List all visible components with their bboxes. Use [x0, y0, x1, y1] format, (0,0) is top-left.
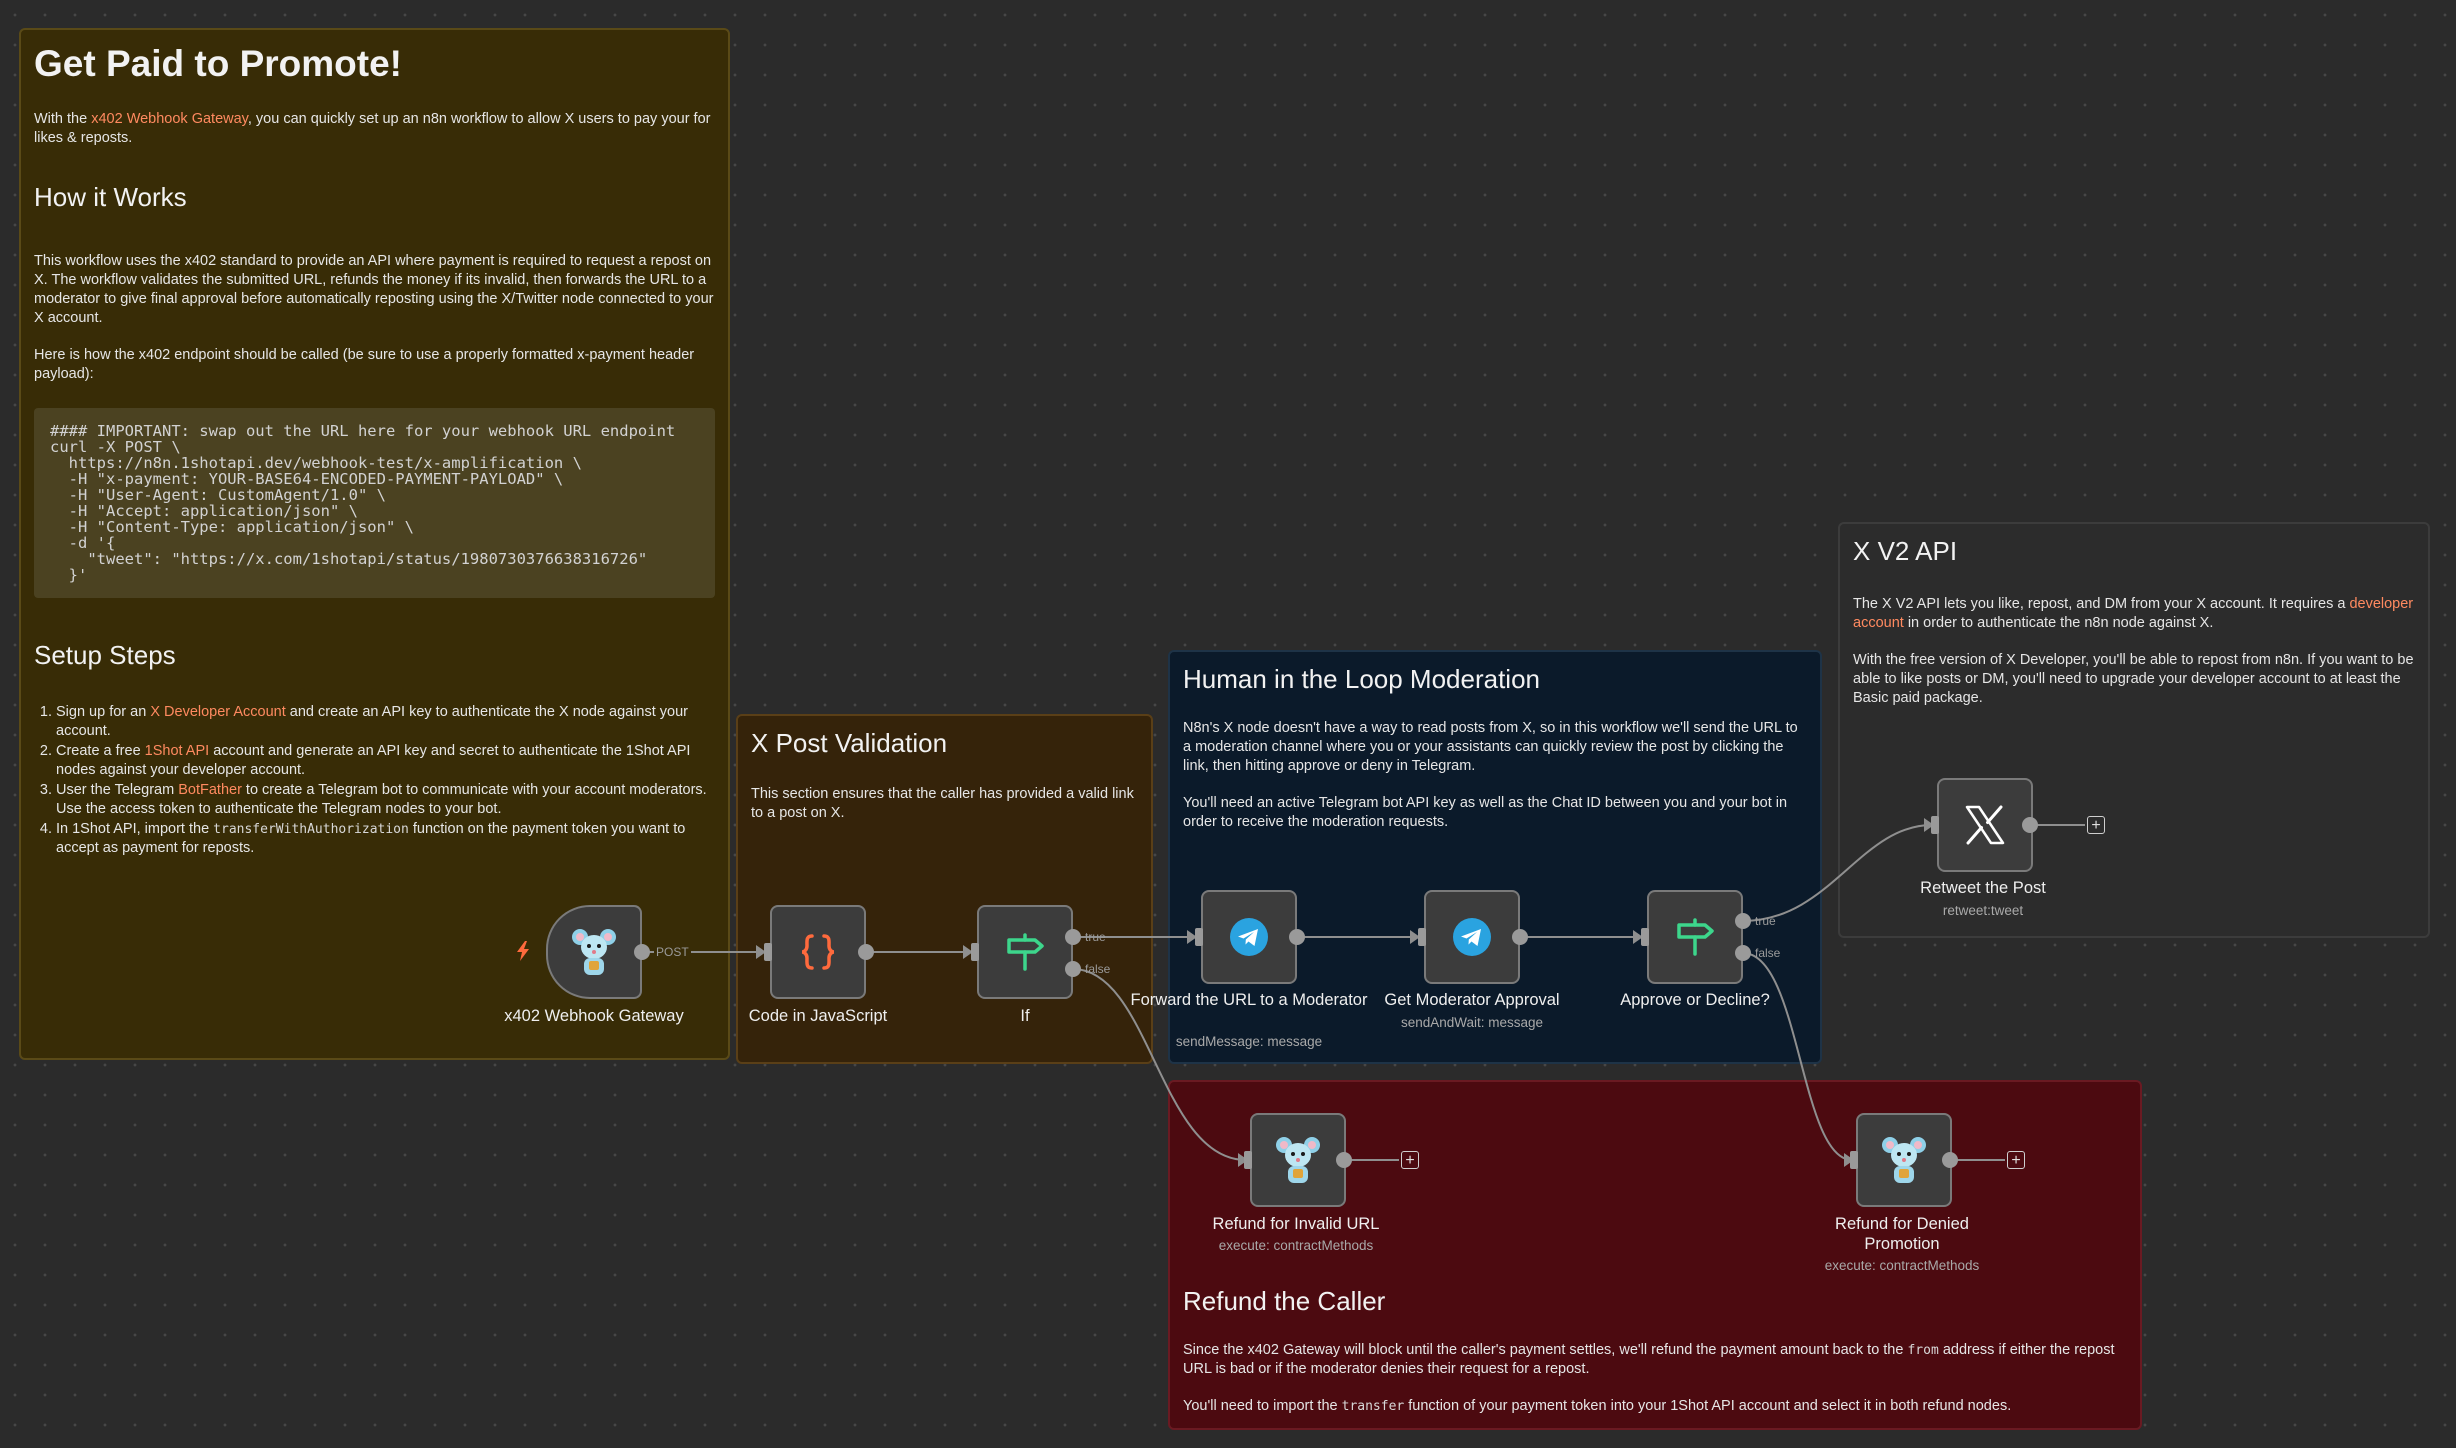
node-subtitle: retweet:tweet	[1942, 903, 2024, 918]
output-port[interactable]	[1942, 1152, 1958, 1168]
setup-step: User the Telegram BotFather to create a …	[56, 781, 715, 819]
trigger-bolt-icon	[517, 941, 529, 961]
node-refund-for-denied-promotion[interactable]	[1856, 1113, 1952, 1207]
signpost-icon	[1677, 918, 1714, 956]
true-edge-label: true	[1755, 914, 1776, 928]
input-port[interactable]	[1244, 1151, 1252, 1169]
input-port[interactable]	[764, 943, 772, 961]
add-node-button[interactable]: +	[2087, 816, 2105, 834]
connection-approve-false-refund	[1742, 952, 1853, 1161]
sticky-note-moderation[interactable]: Human in the Loop Moderation N8n's X nod…	[1168, 650, 1822, 1064]
node-retweet-the-post[interactable]	[1937, 778, 2033, 872]
output-port[interactable]	[1289, 929, 1305, 945]
x-developer-link[interactable]: X Developer Account	[150, 703, 286, 720]
node-code-in-javascript[interactable]	[770, 905, 866, 999]
x-logo-icon	[1965, 805, 2005, 845]
add-node-button[interactable]: +	[2007, 1151, 2025, 1169]
how-it-works-paragraph: This workflow uses the x402 standard to …	[34, 252, 714, 326]
node-label: Refund for Denied Promotion	[1835, 1215, 1969, 1253]
note-body: N8n's X node doesn't have a way to read …	[1183, 720, 1798, 775]
node-refund-for-invalid-url[interactable]	[1250, 1113, 1346, 1207]
sticky-note-xapi[interactable]: X V2 API The X V2 API lets you like, rep…	[1838, 522, 2430, 938]
curl-code-block: #### IMPORTANT: swap out the URL here fo…	[34, 407, 715, 598]
output-port-false[interactable]	[1735, 945, 1751, 961]
setup-step: In 1Shot API, import the transferWithAut…	[56, 820, 715, 858]
note-body: This section ensures that the caller has…	[751, 786, 1134, 822]
1shot-api-link[interactable]: 1Shot API	[144, 742, 210, 759]
note-body: With the free version of X Developer, yo…	[1853, 652, 2414, 707]
output-port[interactable]	[1336, 1152, 1352, 1168]
true-edge-label: true	[1085, 930, 1106, 944]
output-port-true[interactable]	[1065, 929, 1081, 945]
how-it-works-heading: How it Works	[34, 182, 187, 213]
node-label: Get Moderator Approval	[1384, 991, 1560, 1009]
node-if[interactable]	[977, 905, 1073, 999]
output-port[interactable]	[858, 944, 874, 960]
note-title: X V2 API	[1853, 536, 1958, 566]
add-node-button[interactable]: +	[1401, 1151, 1419, 1169]
node-get-moderator-approval[interactable]	[1424, 890, 1520, 984]
input-port[interactable]	[971, 943, 979, 961]
setup-step: Create a free 1Shot API account and gene…	[56, 742, 715, 780]
setup-steps-list: Sign up for an X Developer Account and c…	[34, 703, 715, 858]
false-edge-label: false	[1085, 962, 1111, 976]
output-port-false[interactable]	[1065, 961, 1081, 977]
node-label: Approve or Decline?	[1620, 991, 1770, 1009]
connection-approve-true-retweet	[1742, 824, 1933, 922]
input-port[interactable]	[1641, 928, 1649, 946]
note-title: Human in the Loop Moderation	[1183, 664, 1541, 694]
setup-steps-heading: Setup Steps	[34, 639, 176, 670]
node-label: Forward the URL to a Moderator	[1130, 991, 1368, 1009]
node-subtitle: sendMessage: message	[1175, 1034, 1323, 1049]
signpost-icon	[1007, 933, 1044, 971]
input-port[interactable]	[1418, 928, 1426, 946]
output-port[interactable]	[1512, 929, 1528, 945]
node-subtitle: sendAndWait: message	[1400, 1015, 1544, 1030]
endpoint-paragraph: Here is how the x402 endpoint should be …	[34, 346, 695, 382]
telegram-icon	[1230, 918, 1268, 956]
note-title: Refund the Caller	[1183, 1286, 1386, 1316]
node-forward-url-to-moderator[interactable]	[1201, 890, 1297, 984]
developer-account-link[interactable]: developer account	[1853, 596, 2414, 632]
note-title: X Post Validation	[751, 728, 948, 758]
note-body: The X V2 API lets you like, repost, and …	[1853, 596, 2414, 632]
output-port[interactable]	[634, 944, 650, 960]
sticky-note-main[interactable]: Get Paid to Promote! With the x402 Webho…	[19, 28, 730, 1060]
node-label: If	[1020, 1007, 1030, 1025]
note-body: You'll need an active Telegram bot API k…	[1183, 795, 1788, 831]
node-label: Retweet the Post	[1920, 879, 2046, 897]
telegram-icon	[1453, 918, 1491, 956]
input-port[interactable]	[1931, 816, 1939, 834]
botfather-link[interactable]: BotFather	[178, 781, 242, 798]
note-body: You'll need to import the transfer funct…	[1183, 1398, 2012, 1415]
input-port[interactable]	[1195, 928, 1203, 946]
node-label: x402 Webhook Gateway	[504, 1007, 684, 1025]
x402-gateway-link[interactable]: x402 Webhook Gateway	[91, 111, 248, 128]
node-subtitle: execute: contractMethods	[1218, 1238, 1374, 1253]
note-title: Get Paid to Promote!	[34, 43, 402, 84]
intro-paragraph: With the x402 Webhook Gateway, you can q…	[34, 111, 711, 147]
note-body: Since the x402 Gateway will block until …	[1183, 1342, 2115, 1378]
sticky-note-validation[interactable]: X Post Validation This section ensures t…	[736, 714, 1153, 1064]
node-label: Refund for Invalid URL	[1212, 1215, 1380, 1233]
output-port-true[interactable]	[1735, 913, 1751, 929]
node-x402-webhook-gateway[interactable]	[546, 905, 642, 999]
input-port[interactable]	[1850, 1151, 1858, 1169]
code-braces-icon	[801, 934, 835, 970]
node-label: Code in JavaScript	[748, 1007, 888, 1025]
mouse-mascot-icon	[1276, 1137, 1320, 1183]
mouse-mascot-icon	[572, 929, 616, 975]
connection-if-false-refund	[1072, 968, 1247, 1161]
output-port[interactable]	[2022, 817, 2038, 833]
post-edge-label: POST	[654, 945, 691, 959]
node-approve-or-decline[interactable]	[1647, 890, 1743, 984]
node-subtitle: execute: contractMethods	[1824, 1258, 1980, 1273]
setup-step: Sign up for an X Developer Account and c…	[56, 703, 715, 741]
mouse-mascot-icon	[1882, 1137, 1926, 1183]
false-edge-label: false	[1755, 946, 1781, 960]
